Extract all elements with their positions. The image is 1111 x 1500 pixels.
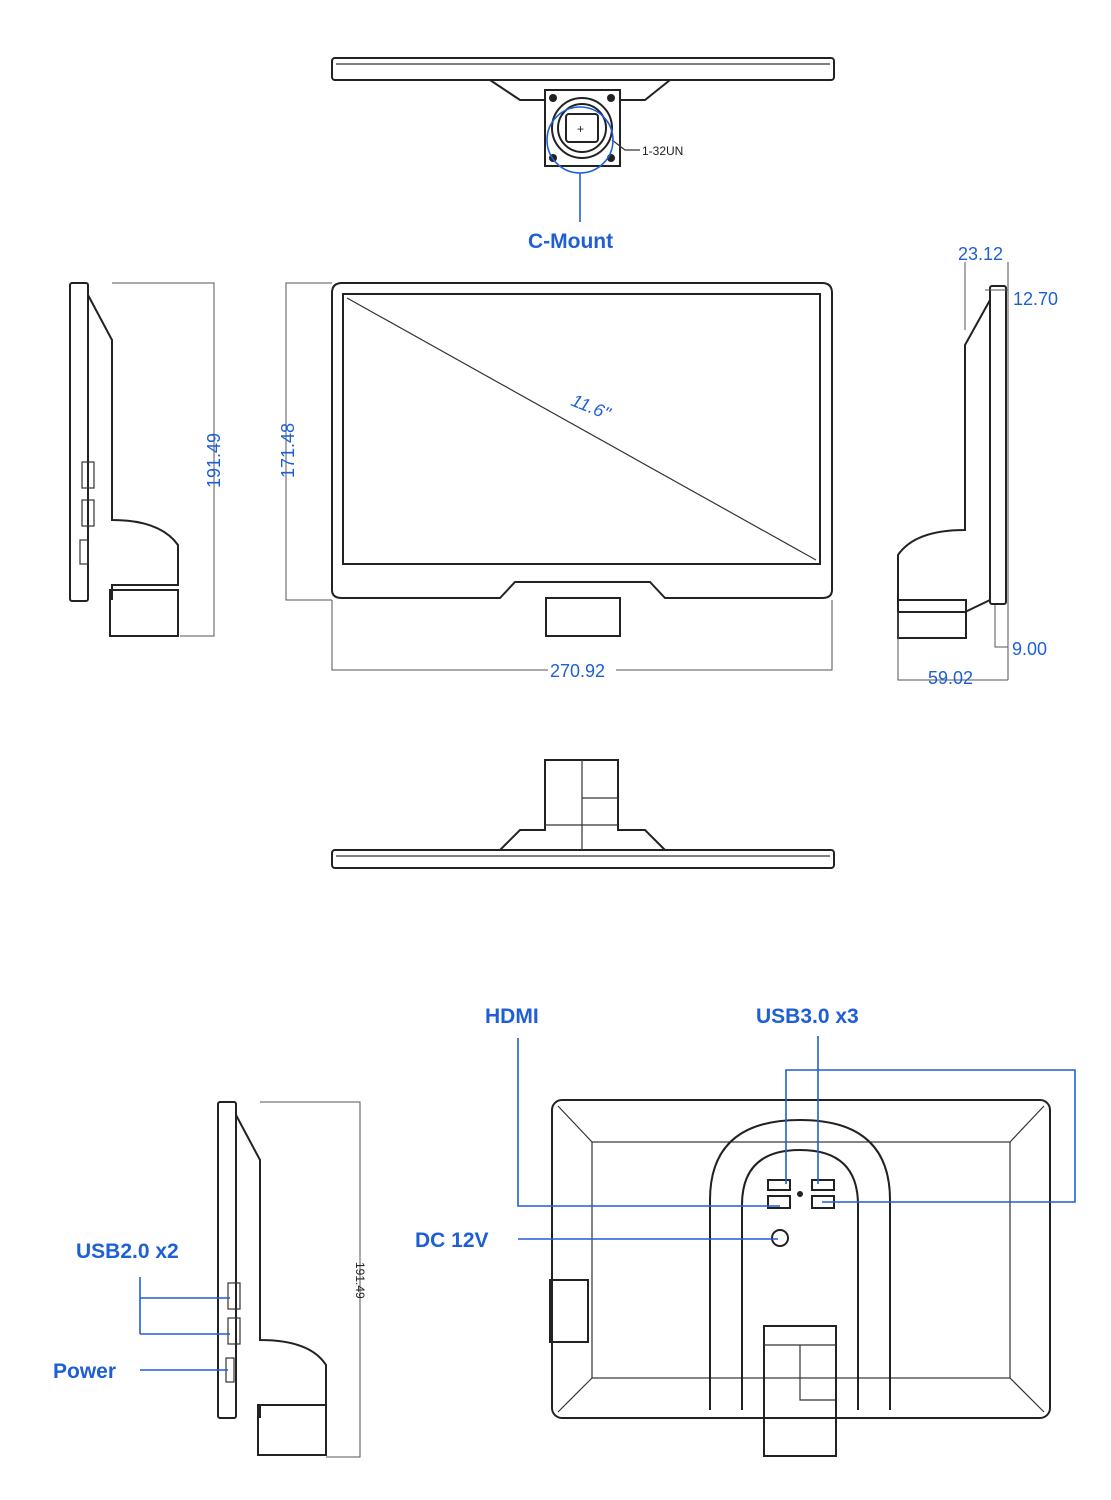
left-view: 191.49 [69,282,224,637]
thread-label: 1-32UN [642,144,683,158]
top-view: + 1-32UN C-Mount [331,57,835,253]
front-width-dim: 270.92 [550,661,605,681]
usb2-label: USB2.0 x2 [76,1240,179,1263]
power-label: Power [53,1360,116,1383]
c-mount-label: C-Mount [528,230,613,253]
dim-9-00: 9.00 [1012,639,1047,659]
front-view: 11.6" 171.48 270.92 [278,282,833,681]
left-height-dim: 191.49 [204,433,224,488]
usb3-label: USB3.0 x3 [756,1005,859,1028]
diagonal-label: 11.6" [569,390,615,424]
dim-59-02: 59.02 [928,668,973,688]
hdmi-label: HDMI [485,1005,539,1028]
svg-text:+: + [577,122,584,136]
side-height-dim: 191.49 [353,1262,367,1299]
bottom-view [331,759,835,869]
dim-12-70: 12.70 [1013,289,1058,309]
dim-23-12: 23.12 [958,244,1003,264]
back-view: HDMI USB3.0 x3 DC 12V [415,1005,1076,1457]
right-view: 23.12 12.70 9.00 59.02 [897,244,1058,688]
front-height-dim: 171.48 [278,423,298,478]
side-ports-view: 191.49 USB2.0 x2 Power [53,1101,367,1458]
dc-12v-label: DC 12V [415,1229,489,1252]
